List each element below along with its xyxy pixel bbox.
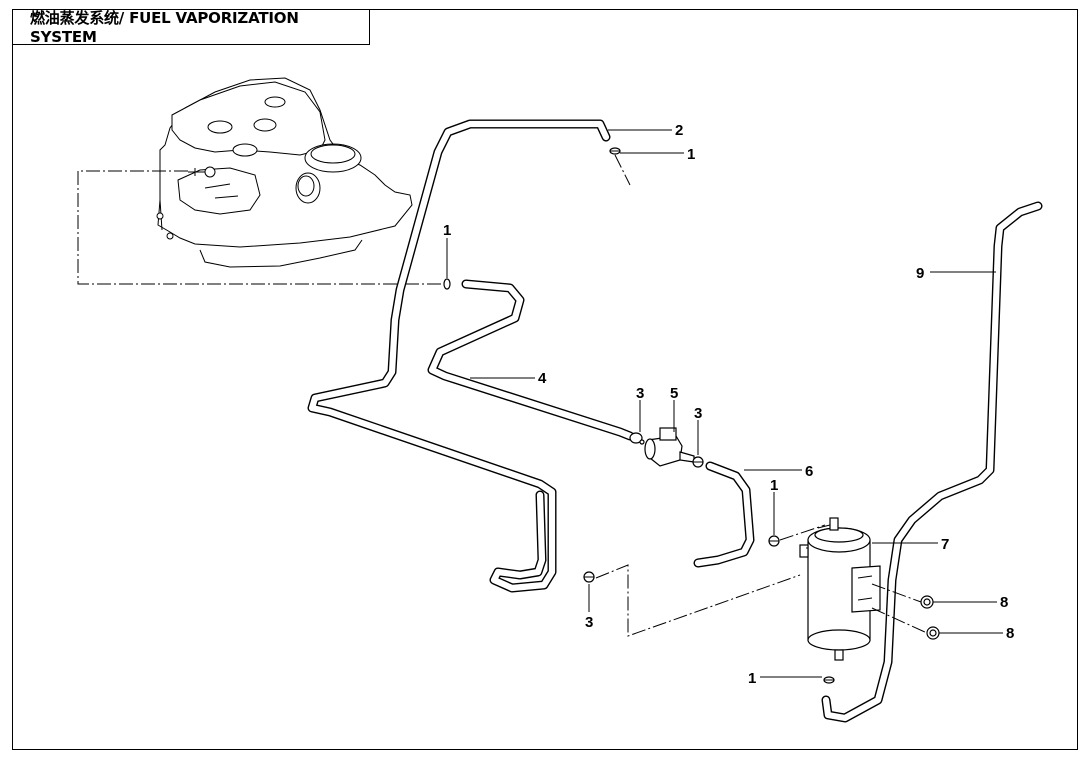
canister-vent-leader: [779, 524, 826, 541]
title-box: 燃油蒸发系统/ FUEL VAPORIZATION SYSTEM: [12, 9, 370, 46]
hose-4: [427, 279, 635, 441]
callout-1: 1: [687, 146, 695, 163]
page-title: 燃油蒸发系统/ FUEL VAPORIZATION SYSTEM: [30, 9, 299, 46]
hose-2: [307, 119, 611, 593]
nut-leader: [871, 583, 922, 603]
nut-icon: [926, 626, 940, 640]
clamp-icon: [823, 676, 835, 684]
callout-5: 5: [670, 385, 678, 402]
callout-2: 2: [675, 122, 683, 139]
callout-4: 4: [538, 370, 547, 387]
callout-1: 1: [748, 670, 756, 687]
callout-1: 1: [443, 222, 451, 239]
callout-3: 3: [585, 614, 593, 631]
callout-9: 9: [916, 265, 924, 282]
clamp-icon: [692, 456, 704, 468]
callout-leaders: [446, 129, 1003, 678]
clamp-icon: [629, 432, 645, 445]
tank-vent-leader: [77, 170, 444, 285]
clamp-icon: [443, 278, 451, 290]
callout-6: 6: [805, 463, 813, 480]
clamp-icon: [583, 571, 595, 583]
clamp-icon: [609, 147, 621, 155]
hose-6: [693, 461, 755, 568]
drawing-frame: [12, 9, 1078, 750]
nut-leader: [871, 607, 928, 634]
clamp-leader: [614, 154, 631, 186]
callout-1: 1: [770, 477, 778, 494]
callout-3: 3: [694, 405, 702, 422]
callout-7: 7: [941, 536, 949, 553]
nut-icon: [920, 595, 934, 609]
purge-valve: [644, 427, 695, 467]
clamp-icon: [768, 535, 780, 547]
charcoal-canister: [799, 517, 881, 661]
fuel-tank: [156, 77, 413, 268]
canister-vent-leader: [595, 564, 801, 637]
callout-8: 8: [1000, 594, 1008, 611]
callout-3: 3: [636, 385, 644, 402]
callout-8: 8: [1006, 625, 1014, 642]
hose-9: [821, 201, 1043, 723]
